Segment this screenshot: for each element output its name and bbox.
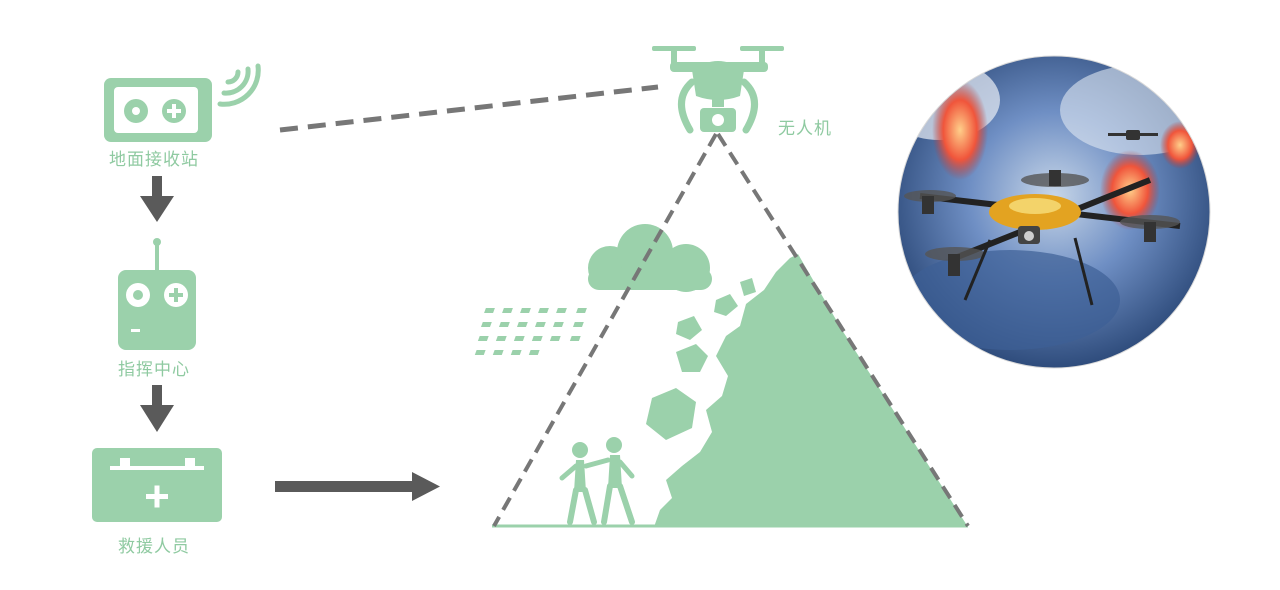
arrow-right-icon	[275, 472, 440, 501]
arrow-down-icon	[140, 385, 174, 432]
falling-rocks-icon	[646, 278, 756, 440]
arrow-down-icon	[140, 176, 174, 222]
drone-over-volcano-photo	[898, 56, 1210, 368]
wifi-signal-icon	[217, 63, 261, 107]
surveillance-cone	[492, 132, 970, 528]
signal-link-line	[279, 84, 659, 133]
remote-controller-icon	[118, 238, 196, 350]
quadcopter-drone-icon	[652, 46, 784, 134]
storm-cloud-icon	[474, 224, 712, 355]
photo-drone-icon	[904, 170, 1181, 306]
mountain-icon	[654, 254, 968, 527]
drone-label: 无人机	[778, 119, 832, 139]
rescue-team-label: 救援人员	[118, 537, 190, 557]
hikers-icon	[559, 437, 635, 525]
first-aid-kit-icon	[92, 448, 222, 522]
command-center-label: 指挥中心	[118, 360, 190, 380]
rain-streaks-icon	[474, 308, 587, 355]
ground-station-label: 地面接收站	[109, 150, 199, 170]
controller-tablet-icon	[104, 78, 212, 142]
